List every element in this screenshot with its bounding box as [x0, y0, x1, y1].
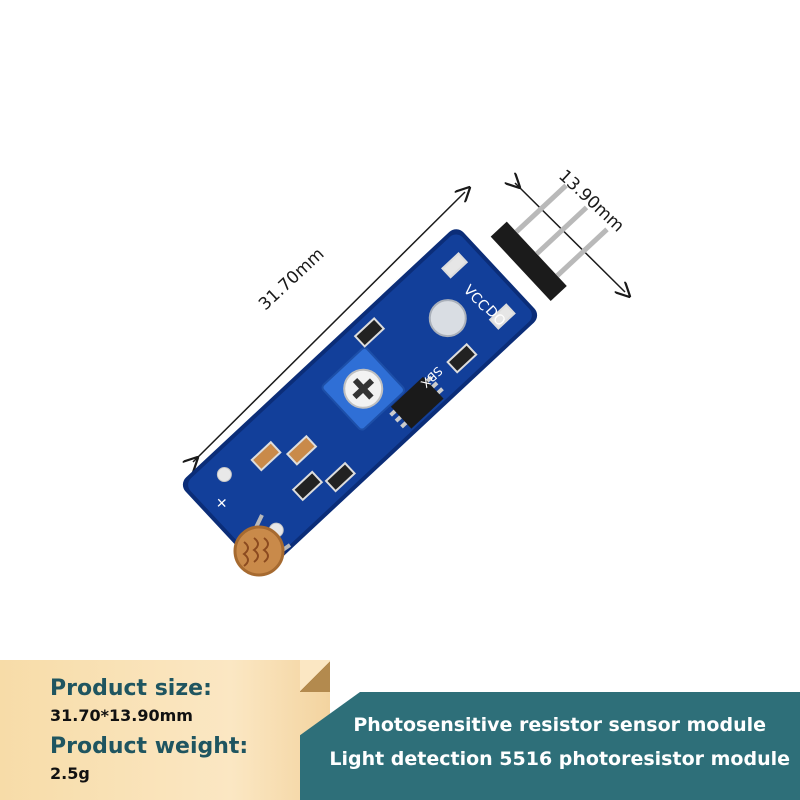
product-weight-value: 2.5g — [50, 764, 90, 783]
pcb-board: VCC DO SBX + - — [182, 229, 538, 571]
mounting-hole — [428, 299, 467, 338]
smd-capacitor — [250, 440, 282, 472]
smd-resistor — [353, 317, 386, 348]
description-panel — [300, 692, 800, 800]
spec-panel — [0, 660, 330, 800]
mounting-hole — [216, 467, 232, 483]
status-led — [441, 252, 469, 279]
power-led — [488, 303, 516, 330]
pin-header — [490, 183, 609, 301]
length-dimension-line — [193, 192, 465, 462]
product-photo-area: VCC DO SBX + - 31.70mm 13.90mm — [0, 0, 800, 577]
smd-resistor — [446, 342, 478, 374]
potentiometer — [321, 347, 405, 431]
width-dimension-line — [515, 183, 625, 292]
product-size-value: 31.70*13.90mm — [50, 706, 193, 725]
comparator-chip — [389, 375, 444, 429]
description-line-2: Light detection 5516 photoresistor modul… — [329, 748, 790, 770]
description-line-1: Photosensitive resistor sensor module — [353, 714, 766, 736]
smd-capacitor — [285, 434, 318, 466]
photoresistor — [233, 514, 292, 577]
smd-resistor — [324, 461, 357, 493]
product-weight-title: Product weight: — [50, 734, 249, 759]
banner-fold — [300, 660, 330, 692]
smd-resistor — [291, 470, 324, 502]
sensor-module-illustration: VCC DO SBX + - — [0, 0, 800, 577]
product-size-title: Product size: — [50, 676, 212, 701]
